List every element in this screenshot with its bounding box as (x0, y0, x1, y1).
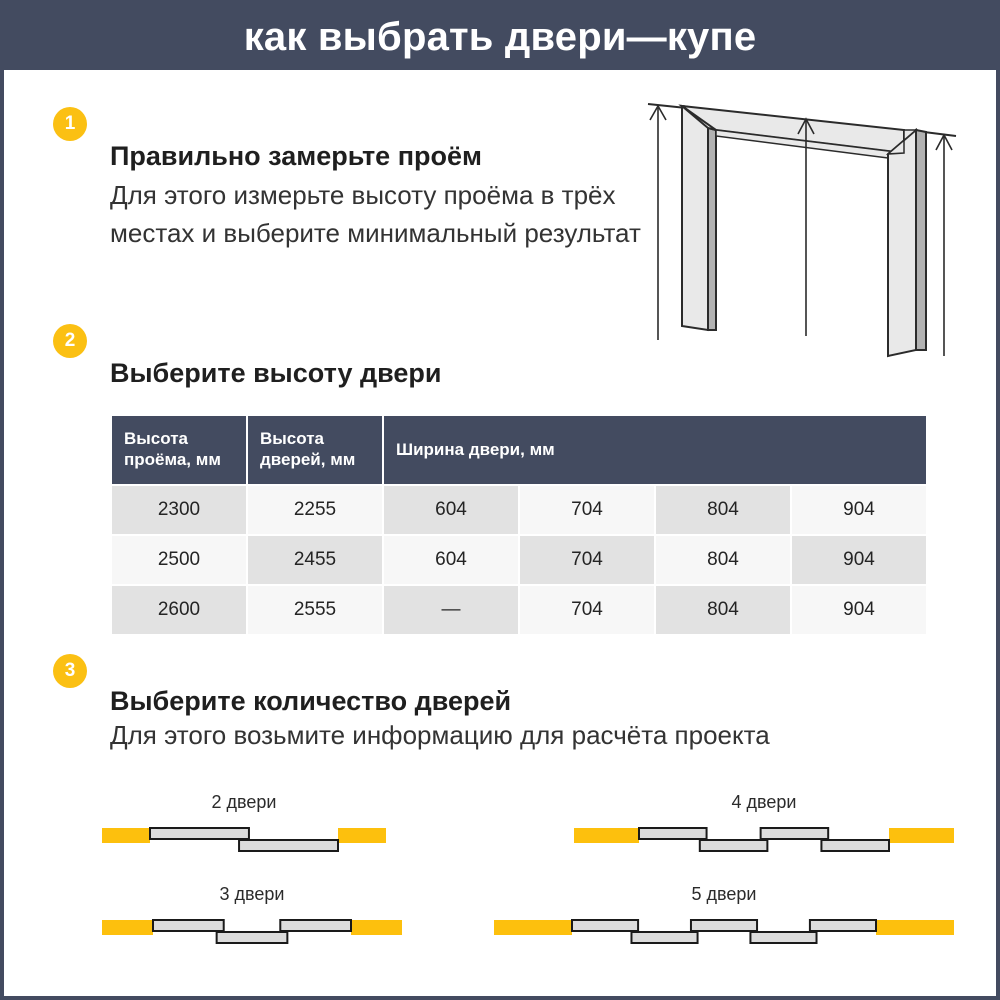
th-opening-height: Высота проёма, мм (112, 416, 246, 484)
step-3-heading: Выберите количество дверей (110, 686, 512, 716)
table-row: 2500 2455 604 704 804 904 (112, 536, 927, 584)
cell-width: 704 (520, 536, 654, 584)
doorway-illustration (616, 88, 1000, 360)
cell-width: 704 (520, 486, 654, 534)
door-size-table-wrapper: Высота проёма, мм Высота дверей, мм Шири… (110, 414, 927, 636)
cell-width: 704 (520, 586, 654, 634)
header-band: как выбрать двери—купе (4, 4, 996, 70)
cell-opening-height: 2600 (112, 586, 246, 634)
door-diagram-canvas (102, 818, 386, 862)
cell-door-height: 2555 (248, 586, 382, 634)
th-door-height: Высота дверей, мм (248, 416, 382, 484)
cell-opening-height: 2300 (112, 486, 246, 534)
table-row: 2300 2255 604 704 804 904 (112, 486, 927, 534)
cell-width: 904 (792, 486, 927, 534)
th-door-width: Ширина двери, мм (384, 416, 927, 484)
door-diagram-label: 2 двери (211, 792, 277, 812)
door-diagram-label: 5 двери (691, 884, 757, 904)
step-2-heading: Выберите высоту двери (110, 358, 442, 388)
step-1-body: Для этого измерьте высоту проёма в трёх … (110, 180, 641, 248)
door-diagram-canvas (494, 910, 954, 954)
door-diagram-canvas (574, 818, 954, 862)
step-badge-2: 2 (53, 324, 87, 358)
step-badge-3: 3 (53, 654, 87, 688)
cell-width: 804 (656, 486, 790, 534)
cell-width: — (384, 586, 518, 634)
door-size-table: Высота проёма, мм Высота дверей, мм Шири… (110, 414, 928, 636)
step-3-text: Выберите количество дверей Для этого воз… (110, 686, 950, 751)
cell-width: 804 (656, 536, 790, 584)
table-header-row: Высота проёма, мм Высота дверей, мм Шири… (112, 416, 927, 484)
cell-width: 604 (384, 486, 518, 534)
cell-width: 804 (656, 586, 790, 634)
cell-door-height: 2455 (248, 536, 382, 584)
step-1-text: Правильно замерьте проём Для этого измер… (110, 139, 670, 252)
table-row: 2600 2555 — 704 804 904 (112, 586, 927, 634)
cell-width: 904 (792, 586, 927, 634)
cell-opening-height: 2500 (112, 536, 246, 584)
step-1-heading: Правильно замерьте проём (110, 141, 482, 171)
step-2-text: Выберите высоту двери (110, 356, 441, 394)
door-diagram-label: 3 двери (219, 884, 285, 904)
page-title: как выбрать двери—купе (243, 14, 757, 59)
door-diagram-canvas (102, 910, 402, 954)
cell-width: 904 (792, 536, 927, 584)
door-diagram-label: 4 двери (731, 792, 797, 812)
cell-width: 604 (384, 536, 518, 584)
step-3-body: Для этого возьмите информацию для расчёт… (110, 720, 770, 750)
cell-door-height: 2255 (248, 486, 382, 534)
doorway-perspective-icon (647, 103, 957, 358)
step-badge-1: 1 (53, 107, 87, 141)
